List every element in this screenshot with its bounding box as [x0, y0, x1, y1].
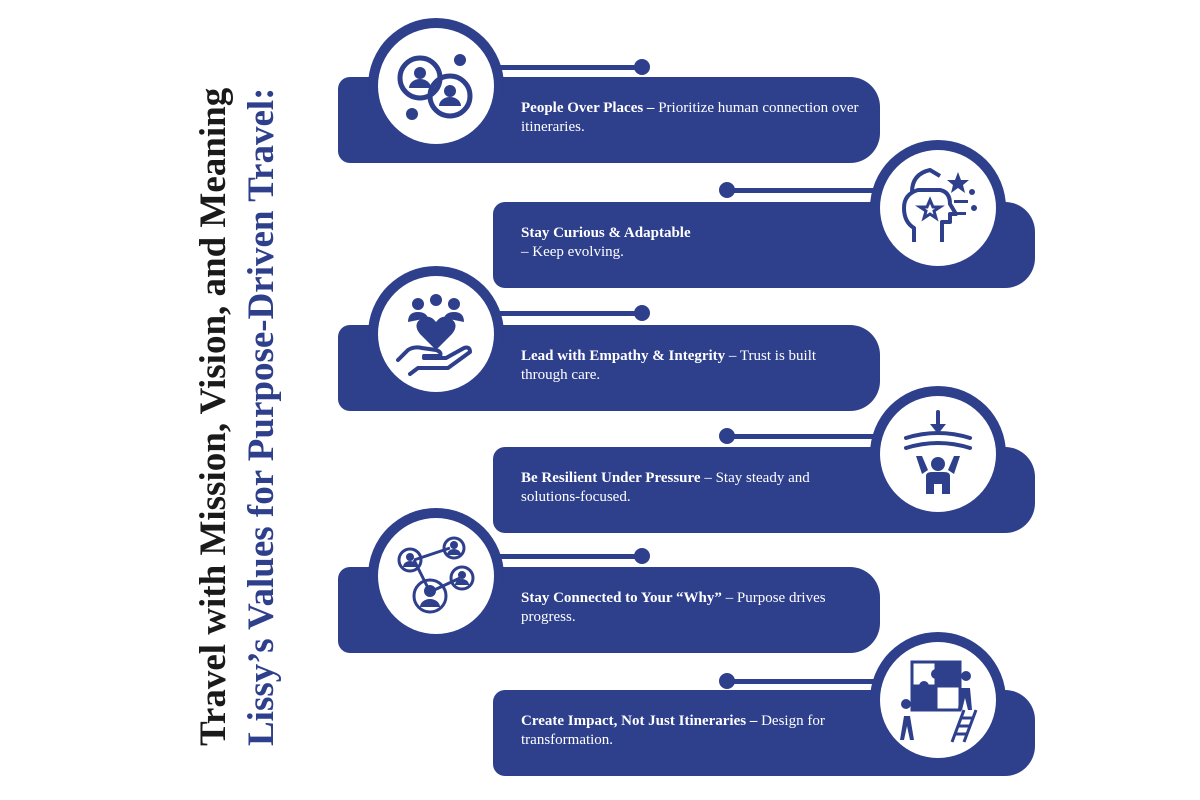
- value-description: Design for transformation.: [521, 713, 825, 748]
- icon-ring-2: [870, 140, 1006, 276]
- value-heading: Lead with Empathy & Integrity: [521, 348, 726, 364]
- value-description: – Trust is built through care.: [521, 348, 817, 383]
- value-description: Prioritize human connection over itinera…: [521, 100, 859, 135]
- value-heading: Create Impact, Not Just Itineraries –: [521, 713, 758, 729]
- network-icon: [397, 536, 475, 614]
- value-text-5: Stay Connected to Your “Why” – Purpose d…: [521, 589, 866, 627]
- icon-ring-5: [368, 508, 504, 644]
- value-heading: Be Resilient Under Pressure: [521, 470, 701, 486]
- connector-dot: [634, 305, 650, 321]
- connector-dot: [634, 548, 650, 564]
- value-heading: People Over Places –: [521, 100, 655, 116]
- connector-line: [500, 311, 640, 316]
- icon-circle: [880, 150, 996, 266]
- value-description: – Stay steady and solutions-focused.: [521, 470, 810, 505]
- value-text-6: Create Impact, Not Just Itineraries – De…: [521, 712, 861, 750]
- value-heading: Stay Curious & Adaptable: [521, 225, 691, 241]
- connector-line: [725, 434, 885, 439]
- value-heading: Stay Connected to Your “Why”: [521, 590, 722, 606]
- heart-hand-icon: [396, 294, 472, 376]
- value-description: – Purpose drives progress.: [521, 590, 826, 625]
- connector-line: [500, 65, 640, 70]
- open-mind-icon: [902, 168, 977, 242]
- icon-ring-4: [870, 386, 1006, 522]
- icon-circle: [378, 276, 494, 392]
- icon-circle: [378, 518, 494, 634]
- icon-circle: [378, 28, 494, 144]
- icon-circle: [880, 642, 996, 758]
- puzzle-team-icon: [900, 660, 978, 743]
- icon-circle: [880, 396, 996, 512]
- connector-line: [725, 679, 885, 684]
- connector-dot: [719, 182, 735, 198]
- value-text-4: Be Resilient Under Pressure – Stay stead…: [521, 469, 861, 507]
- value-text-2: Stay Curious & Adaptable – Keep evolving.: [521, 224, 861, 262]
- connector-line: [500, 554, 640, 559]
- people-connection-icon: [397, 54, 473, 120]
- icon-ring-3: [368, 266, 504, 402]
- value-text-3: Lead with Empathy & Integrity – Trust is…: [521, 347, 866, 385]
- icon-ring-1: [368, 18, 504, 154]
- icon-ring-6: [870, 632, 1006, 768]
- title-line-2: Lissy’s Values for Purpose-Driven Travel…: [241, 87, 282, 746]
- value-text-1: People Over Places – Prioritize human co…: [521, 99, 866, 137]
- connector-line: [725, 188, 885, 193]
- resilience-icon: [904, 410, 972, 494]
- connector-dot: [634, 59, 650, 75]
- title-line-1: Travel with Mission, Vision, and Meaning: [193, 87, 234, 746]
- connector-dot: [719, 673, 735, 689]
- vertical-title: Travel with Mission, Vision, and Meaning…: [190, 0, 290, 746]
- value-description: – Keep evolving.: [521, 244, 624, 260]
- connector-dot: [719, 428, 735, 444]
